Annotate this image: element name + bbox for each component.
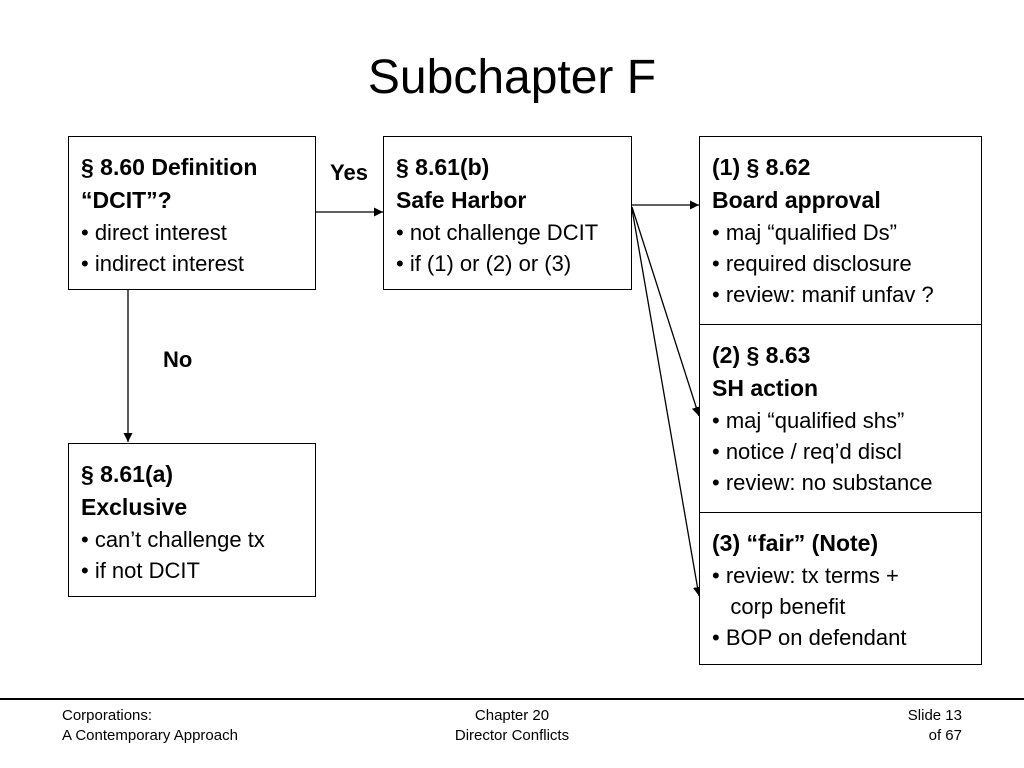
no-label: No [163,347,193,372]
footer-divider [0,698,1024,700]
exclusive-bullet: • if not DCIT [81,558,200,583]
board-approval-bullet: • maj “qualified Ds” [712,220,897,245]
safe-harbor-bullet: • not challenge DCIT [396,220,599,245]
footer-slide-total: of 67 [928,727,962,744]
arrow-safe-harbor-to-sh-action [631,206,701,417]
board-approval-bullet: • required disclosure [712,251,912,276]
fair-heading: (3) “fair” (Note) [712,530,879,556]
sh-action-heading-2: SH action [712,375,819,401]
definition-bullet: • indirect interest [81,251,244,276]
definition-heading-2: “DCIT”? [81,187,172,213]
exclusive-bullet: • can’t challenge tx [81,527,265,552]
board-approval-box: (1) § 8.62 Board approval • maj “qualifi… [699,136,982,325]
safe-harbor-heading-2: Safe Harbor [396,187,527,213]
fair-bullet: corp benefit [712,594,846,619]
board-approval-heading-1: (1) § 8.62 [712,154,811,180]
definition-bullet: • direct interest [81,220,227,245]
footer-book-title: Corporations: [62,707,153,724]
safe-harbor-heading-1: § 8.61(b) [396,154,490,180]
fair-bullet: • review: tx terms + [712,563,899,588]
definition-heading-1: § 8.60 Definition [81,154,258,180]
footer-chapter: Chapter 20 [474,707,550,724]
sh-action-bullet: • notice / req’d discl [712,439,902,464]
fair-bullet: • BOP on defendant [712,625,907,650]
definition-box: § 8.60 Definition “DCIT”? • direct inter… [68,136,316,290]
footer-right: Slide 13 of 67 [862,706,962,746]
arrow-safe-harbor-to-fair [631,208,702,597]
exclusive-heading-1: § 8.61(a) [81,461,174,487]
footer-center: Chapter 20 Director Conflicts [412,706,612,746]
exclusive-heading-2: Exclusive [81,494,188,520]
sh-action-heading-1: (2) § 8.63 [712,342,811,368]
footer-left: Corporations: A Contemporary Approach [62,706,238,746]
exclusive-box: § 8.61(a) Exclusive • can’t challenge tx… [68,443,316,597]
board-approval-bullet: • review: manif unfav ? [712,282,934,307]
sh-action-box: (2) § 8.63 SH action • maj “qualified sh… [699,324,982,513]
safe-harbor-box: § 8.61(b) Safe Harbor • not challenge DC… [383,136,632,290]
footer-slide-number: Slide 13 [907,707,962,724]
safe-harbor-bullet: • if (1) or (2) or (3) [396,251,572,276]
fair-box: (3) “fair” (Note) • review: tx terms + c… [699,512,982,665]
yes-label: Yes [330,160,368,185]
sh-action-bullet: • review: no substance [712,470,933,495]
footer-book-subtitle: A Contemporary Approach [62,727,238,744]
footer-chapter-title: Director Conflicts [454,727,570,744]
sh-action-bullet: • maj “qualified shs” [712,408,905,433]
board-approval-heading-2: Board approval [712,187,881,213]
slide-title: Subchapter F [367,51,657,104]
